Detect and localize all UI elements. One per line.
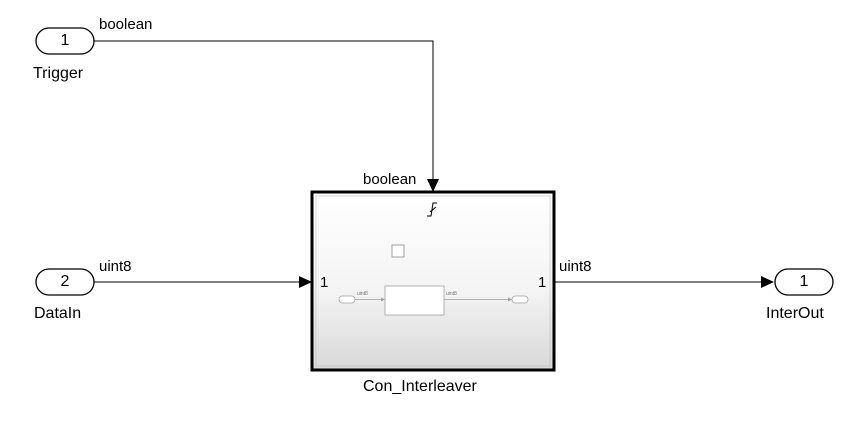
rising-edge-trigger-icon: [427, 202, 437, 217]
inport-datain-name: DataIn: [34, 305, 82, 322]
inport-trigger-number: 1: [60, 32, 70, 49]
inport-trigger-name: Trigger: [33, 65, 84, 82]
inport-datain-number: 2: [60, 273, 70, 290]
subsystem-input-port-label: 1: [320, 274, 329, 291]
outport-interout-number: 1: [799, 273, 809, 290]
outport-interout-name: InterOut: [766, 305, 824, 322]
signal-line-trigger[interactable]: [94, 40, 434, 180]
signal-label-trigger-port: boolean: [363, 171, 417, 188]
subsystem-small-square: [391, 244, 405, 258]
subsystem-block[interactable]: [310, 190, 556, 372]
inner-block-shape: [384, 285, 445, 316]
subsystem-output-port-label: 1: [538, 274, 547, 291]
subsystem-name: Con_Interleaver: [363, 378, 477, 395]
outport-interout-block[interactable]: [774, 268, 834, 296]
signal-label-trigger: boolean: [99, 16, 153, 33]
inner-inport-shape: [338, 295, 356, 304]
signal-label-datain: uint8: [99, 258, 132, 275]
datain-arrowhead: [299, 276, 312, 288]
inner-in-signal-label: uint8: [357, 291, 368, 297]
subsystem-inner-border: [315, 195, 551, 367]
trigger-arrowhead: [427, 179, 439, 192]
interout-arrowhead: [761, 276, 774, 288]
inner-preview-diagram: [338, 285, 529, 316]
signal-label-interout: uint8: [559, 258, 592, 275]
inner-out-signal-label: uint8: [446, 291, 457, 297]
inner-outport-shape: [511, 295, 529, 304]
